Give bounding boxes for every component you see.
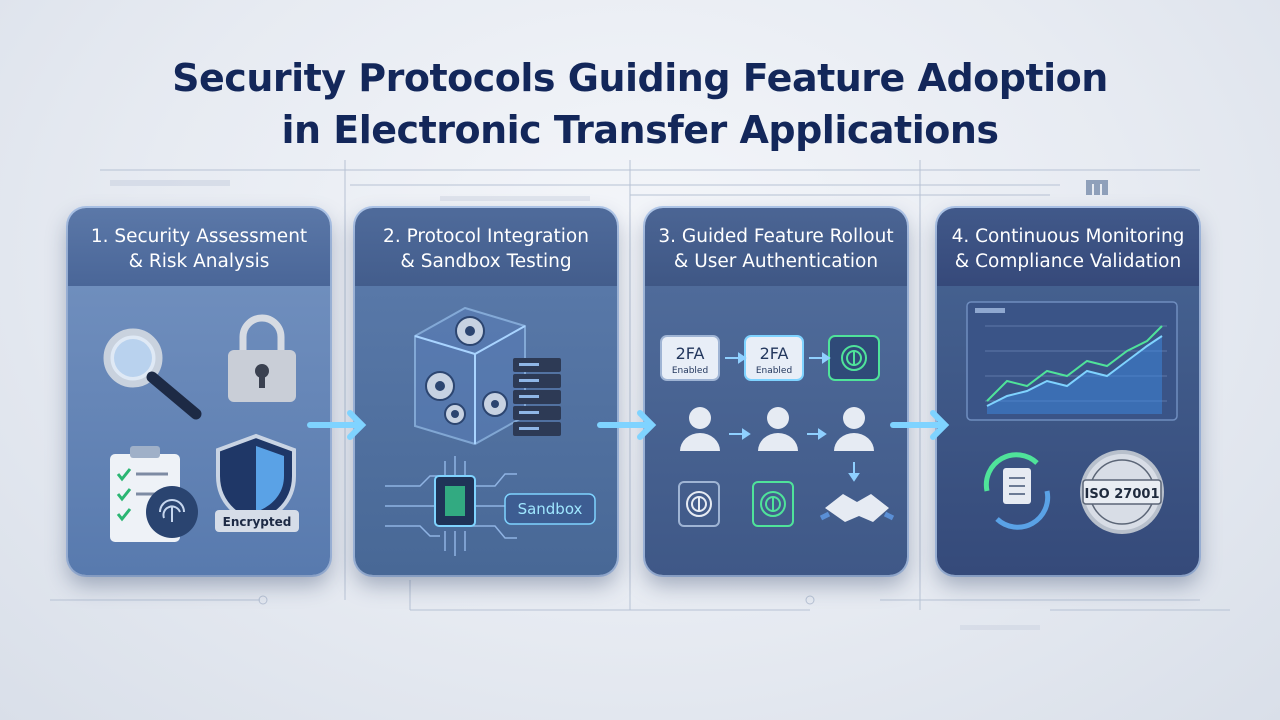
fingerprint-badge-icon [828,335,880,381]
handshake-icon [819,494,895,522]
2fa-sublabel-1: Enabled [672,366,708,376]
step-4-title-line-1: 4. Continuous Monitoring [951,226,1185,247]
encrypted-badge [215,510,299,532]
2fa-sublabel-2: Enabled [756,366,792,376]
line-chart-icon [966,301,1178,421]
2fa-badge-1: 2FA Enabled [660,335,720,381]
step-4-panel: 4. Continuous Monitoring & Compliance Va… [937,208,1199,575]
iso-badge-text: ISO 27001 [1084,487,1159,502]
arrow-2-icon [597,410,657,440]
padlock-icon [228,314,296,402]
encrypted-badge-text: Encrypted [223,515,292,529]
step-1-title-line-2: & Risk Analysis [128,251,270,272]
gear-cube-icon [414,306,526,446]
logo-mark [1086,180,1108,195]
arrow-3-icon [890,410,950,440]
step-4-header: 4. Continuous Monitoring & Compliance Va… [937,208,1199,286]
step-2-body: Sandbox [355,286,617,575]
step-4-title-line-2: & Compliance Validation [954,251,1182,272]
step-3-header: 3. Guided Feature Rollout & User Authent… [645,208,907,286]
step-2-title-line-2: & Sandbox Testing [400,251,572,272]
step-3-title-line-1: 3. Guided Feature Rollout [658,226,894,247]
cycle-document-icon [983,452,1051,530]
2fa-badge-2: 2FA Enabled [744,335,804,381]
fingerprint-icon [678,481,794,527]
magnifier-icon [103,328,202,420]
step-2-title-line-1: 2. Protocol Integration [383,226,589,247]
certification-seal-icon: ISO 27001 [1080,450,1164,534]
2fa-label-2: 2FA [760,344,789,363]
step-1-panel: 1. Security Assessment & Risk Analysis [68,208,330,575]
shield-icon [216,433,296,527]
step-3-title-line-2: & User Authentication [673,251,879,272]
server-icon [513,358,561,436]
arrow-1-icon [307,410,367,440]
step-1-header: 1. Security Assessment & Risk Analysis [68,208,330,286]
step-3-panel: 3. Guided Feature Rollout & User Authent… [645,208,907,575]
step-4-body: ISO 27001 [937,286,1199,575]
step-2-panel: 2. Protocol Integration & Sandbox Testin… [355,208,617,575]
checklist-fingerprint-icon [110,446,198,542]
step-2-header: 2. Protocol Integration & Sandbox Testin… [355,208,617,286]
sandbox-badge [504,493,596,525]
step-1-body: Encrypted [68,286,330,575]
sandbox-badge-text: Sandbox [518,500,583,518]
title-line-1: Security Protocols Guiding Feature Adopt… [172,56,1108,100]
user-icon [680,407,874,451]
title-line-2: in Electronic Transfer Applications [281,108,999,152]
2fa-label-1: 2FA [676,344,705,363]
page-title: Security Protocols Guiding Feature Adopt… [0,52,1280,156]
circuit-chip-icon [385,456,517,556]
step-1-title-line-1: 1. Security Assessment [90,226,308,247]
step-3-body: 2FA Enabled 2FA Enabled [645,286,907,575]
